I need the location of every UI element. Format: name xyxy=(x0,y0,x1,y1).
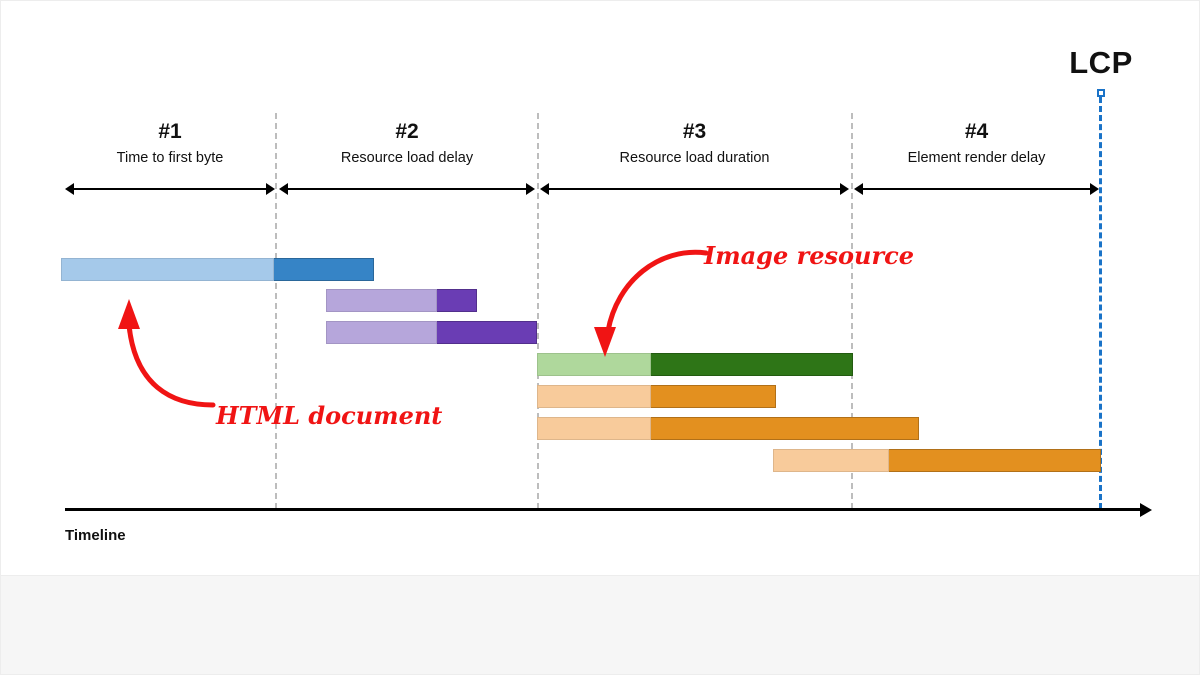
timeline-axis-label: Timeline xyxy=(65,527,126,544)
lcp-vertical-line xyxy=(1099,97,1102,509)
phase-block-1: #1 Time to first byte xyxy=(65,119,275,169)
arrow-head-left-icon xyxy=(540,183,549,195)
timeline-axis-arrow-icon xyxy=(1140,503,1152,517)
resource-bar-stylesheet xyxy=(326,289,477,312)
phase-divider-1 xyxy=(275,113,277,509)
legend-band: DocumentStylesheetScriptImage xyxy=(1,575,1199,674)
resource-bar-stylesheet xyxy=(326,321,537,344)
bar-segment-active xyxy=(651,385,776,408)
phase-name: Resource load duration xyxy=(619,150,770,166)
bar-segment-wait xyxy=(326,289,437,312)
phase-name: Element render delay xyxy=(907,150,1046,166)
resource-bar-script xyxy=(537,385,776,408)
phase-divider-3 xyxy=(851,113,853,509)
phase-block-2: #2 Resource load delay xyxy=(279,119,535,169)
bar-segment-wait xyxy=(773,449,889,472)
arrow-head-right-icon xyxy=(526,183,535,195)
phase-number: #2 xyxy=(395,120,419,143)
phase-span-arrow-2 xyxy=(279,183,535,195)
annotation-html-document: HTML document xyxy=(216,401,443,430)
phase-number: #1 xyxy=(158,120,182,143)
arrow-shaft xyxy=(72,188,268,190)
resource-bar-document xyxy=(61,258,374,281)
bar-segment-active xyxy=(437,321,537,344)
annotation-arrow-image-resource xyxy=(594,249,709,357)
arrow-head-left-icon xyxy=(279,183,288,195)
phase-divider-2 xyxy=(537,113,539,509)
bar-segment-active xyxy=(274,258,374,281)
bar-segment-active xyxy=(651,417,919,440)
phase-span-arrow-4 xyxy=(854,183,1099,195)
bar-segment-active xyxy=(437,289,477,312)
arrow-head-left-icon xyxy=(854,183,863,195)
bar-segment-wait xyxy=(537,385,651,408)
arrow-head-right-icon xyxy=(840,183,849,195)
resource-bar-script xyxy=(773,449,1101,472)
arrow-shaft xyxy=(861,188,1092,190)
bar-segment-wait xyxy=(326,321,437,344)
arrow-head-left-icon xyxy=(65,183,74,195)
bar-segment-wait xyxy=(537,353,651,376)
arrow-head-right-icon xyxy=(1090,183,1099,195)
phase-name: Resource load delay xyxy=(340,150,474,166)
lcp-label: LCP xyxy=(1069,45,1133,80)
bar-segment-active xyxy=(889,449,1101,472)
timeline-axis xyxy=(65,508,1140,511)
annotation-image-resource: Image resource xyxy=(704,241,914,270)
phase-number: #4 xyxy=(964,120,989,143)
phase-block-3: #3 Resource load duration xyxy=(540,119,849,169)
phase-block-4: #4 Element render delay xyxy=(854,119,1099,169)
phase-span-arrow-1 xyxy=(65,183,275,195)
plot-area: LCP #1 Time to first byte #2 Resource lo… xyxy=(1,1,1199,575)
arrow-shaft xyxy=(286,188,528,190)
bar-segment-active xyxy=(651,353,853,376)
resource-bar-script xyxy=(537,417,919,440)
arrow-head-right-icon xyxy=(266,183,275,195)
phase-span-arrow-3 xyxy=(540,183,849,195)
resource-bar-image xyxy=(537,353,853,376)
lcp-marker-icon xyxy=(1097,89,1105,97)
bar-segment-wait xyxy=(537,417,651,440)
phase-number: #3 xyxy=(682,120,707,143)
bar-segment-wait xyxy=(61,258,274,281)
annotation-arrow-html-document xyxy=(118,299,216,408)
phase-name: Time to first byte xyxy=(116,150,224,166)
arrow-shaft xyxy=(547,188,842,190)
